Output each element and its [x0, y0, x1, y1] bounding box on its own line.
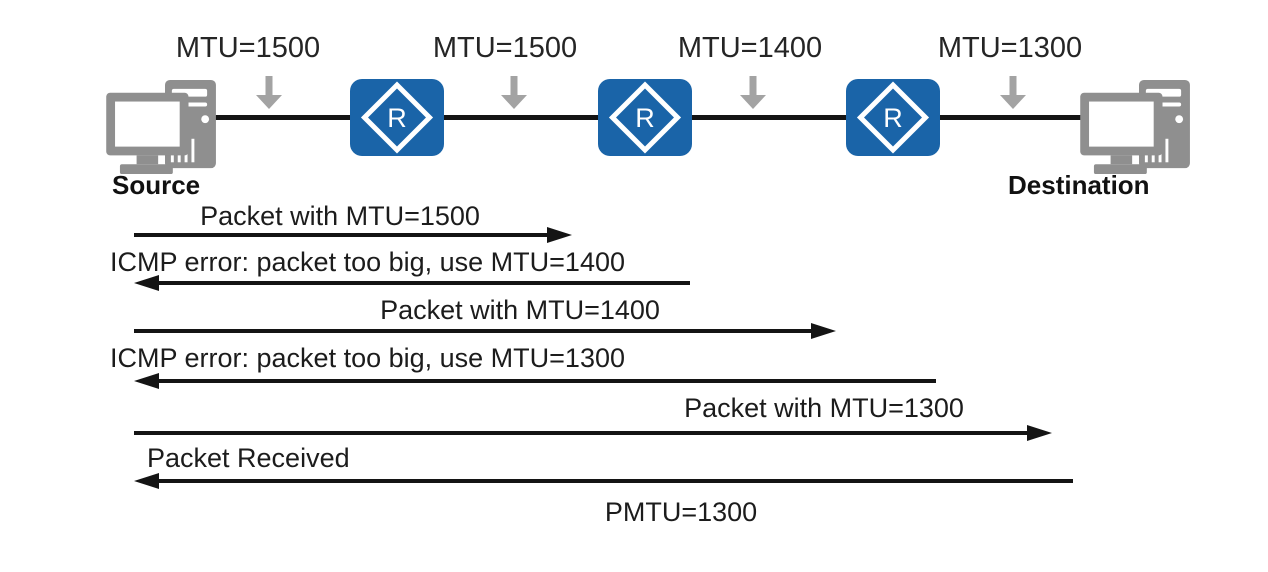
- link-mtu-label-2: MTU=1500: [432, 32, 578, 64]
- router-letter: R: [635, 103, 655, 133]
- link-mtu-label-1: MTU=1500: [175, 32, 321, 64]
- message-arrow-right-5: [134, 431, 1028, 435]
- destination-computer-icon: [1080, 80, 1190, 175]
- message-arrow-left-6: [158, 479, 1073, 483]
- down-arrow-icon: [256, 76, 282, 109]
- message-arrow-left-4: [158, 379, 936, 383]
- router-3-icon: R: [846, 79, 940, 156]
- down-arrow-icon: [501, 76, 527, 109]
- router-2-icon: R: [598, 79, 692, 156]
- message-label-2: ICMP error: packet too big, use MTU=1400: [110, 247, 625, 277]
- router-letter: R: [387, 103, 407, 133]
- router-letter: R: [883, 103, 903, 133]
- source-computer-icon: [106, 80, 216, 175]
- message-label-3: Packet with MTU=1400: [380, 295, 660, 325]
- down-arrow-icon: [1000, 76, 1026, 109]
- source-label: Source: [112, 170, 201, 200]
- message-label-1: Packet with MTU=1500: [200, 201, 480, 231]
- message-label-5: Packet with MTU=1300: [684, 393, 964, 423]
- message-label-6: Packet Received: [147, 443, 350, 473]
- message-label-4: ICMP error: packet too big, use MTU=1300: [110, 343, 625, 373]
- link-mtu-label-3: MTU=1400: [677, 32, 823, 64]
- message-arrow-right-1: [134, 233, 548, 237]
- down-arrow-icon: [740, 76, 766, 109]
- pmtu-result-label: PMTU=1300: [604, 497, 758, 527]
- message-arrow-right-3: [134, 329, 812, 333]
- link-mtu-label-4: MTU=1300: [937, 32, 1083, 64]
- router-1-icon: R: [350, 79, 444, 156]
- destination-label: Destination: [1008, 170, 1150, 200]
- message-arrow-left-2: [158, 281, 690, 285]
